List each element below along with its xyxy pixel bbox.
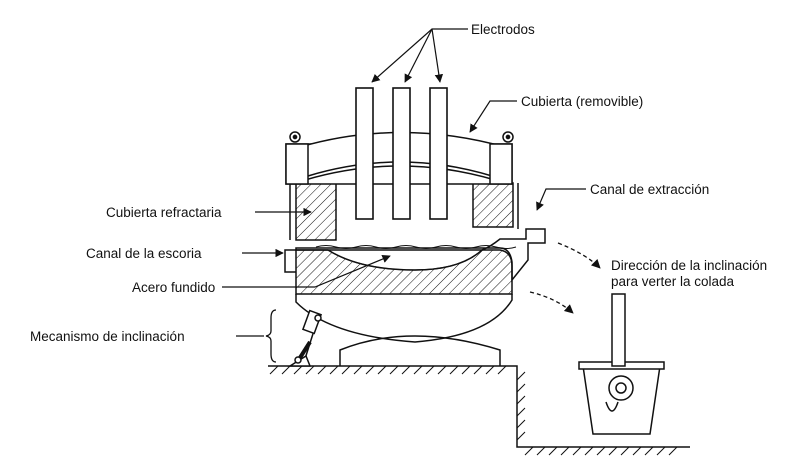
ground: [268, 365, 690, 448]
label-electrodes: Electrodos: [471, 22, 535, 37]
label-slag-channel: Canal de la escoria: [86, 246, 202, 261]
label-tilt-direction-1: Dirección de la inclinación: [611, 258, 767, 273]
tilt-arrow-2: [529, 291, 574, 314]
tilt-cylinder: [287, 309, 323, 367]
tilt-arrow-1: [557, 242, 601, 269]
label-molten-steel: Acero fundido: [132, 280, 215, 295]
roof-lifting-lugs: [289, 131, 514, 143]
label-tilt-direction-2: para verter la colada: [611, 274, 735, 289]
label-tap-channel: Canal de extracción: [590, 182, 709, 197]
rocker-base: [339, 335, 501, 366]
electrode-2: [392, 87, 411, 220]
right-wall: [472, 182, 514, 228]
electrode-1: [355, 87, 374, 220]
leader-lines: [222, 28, 586, 337]
furnace-hearth: [295, 228, 546, 283]
hearth-refractory: [295, 249, 513, 295]
ladle: [578, 293, 665, 435]
slag-door: [284, 249, 296, 273]
label-tilt-mechanism: Mecanismo de inclinación: [30, 329, 185, 344]
label-refractory-cover: Cubierta refractaria: [106, 205, 222, 220]
slag-surface: [315, 245, 517, 249]
electrodes: [355, 87, 448, 220]
furnace-bowl: [295, 294, 513, 343]
molten-steel: [327, 249, 483, 271]
label-cover: Cubierta (removible): [521, 94, 643, 109]
ground-hatch: [269, 365, 678, 456]
tilt-mechanism-brace: [265, 309, 277, 363]
electrode-3: [429, 87, 448, 220]
